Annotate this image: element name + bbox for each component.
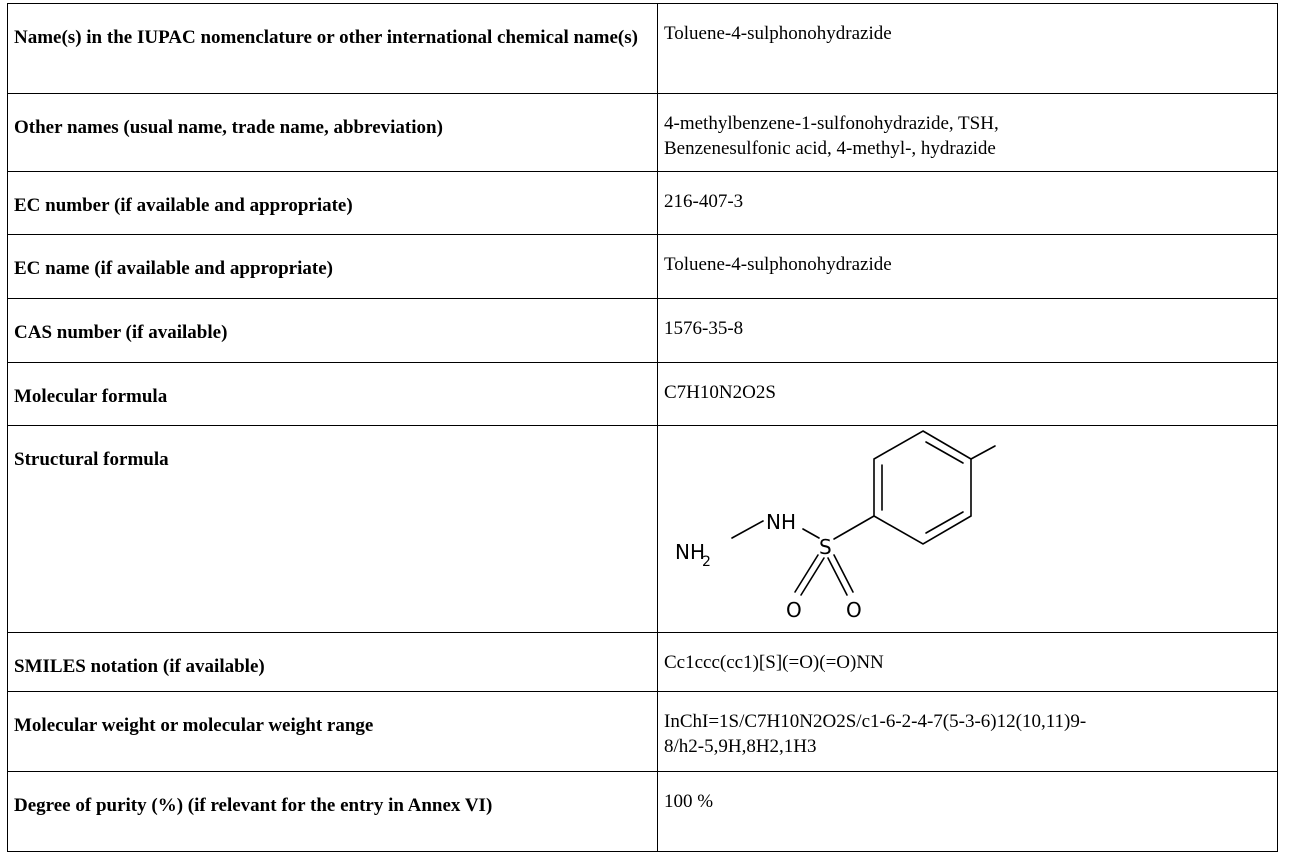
row-label-ec-number: EC number (if available and appropriate) <box>7 171 658 235</box>
row-value-degree-of-purity: 100 % <box>657 771 1278 852</box>
row-value-ec-number: 216-407-3 <box>657 171 1278 235</box>
row-label-ec-name: EC name (if available and appropriate) <box>7 234 658 299</box>
atom-s: S <box>819 535 832 559</box>
s-n-bond <box>802 528 820 539</box>
atom-o-left: O <box>786 598 802 622</box>
row-value-iupac-name: Toluene-4-sulphonohydrazide <box>657 3 1278 94</box>
row-label-cas-number: CAS number (if available) <box>7 298 658 363</box>
row-label-molecular-weight: Molecular weight or molecular weight ran… <box>7 691 658 772</box>
table-row: Other names (usual name, trade name, abb… <box>7 93 1278 172</box>
row-label-other-names: Other names (usual name, trade name, abb… <box>7 93 658 172</box>
table-row: Name(s) in the IUPAC nomenclature or oth… <box>7 3 1278 94</box>
s-o-double-bond <box>827 557 848 596</box>
benzene-ring <box>873 430 972 545</box>
table-row: CAS number (if available) 1576-35-8 <box>7 298 1278 363</box>
row-value-ec-name: Toluene-4-sulphonohydrazide <box>657 234 1278 299</box>
methyl-bond <box>970 445 996 460</box>
toluenesulfonohydrazide-structure: NH NH 2 S O O <box>675 430 996 622</box>
row-label-smiles: SMILES notation (if available) <box>7 632 658 692</box>
table-row: Molecular formula C7H10N2O2S <box>7 362 1278 426</box>
table-row: SMILES notation (if available) Cc1ccc(cc… <box>7 632 1278 692</box>
row-value-molecular-weight: InChI=1S/C7H10N2O2S/c1-6-2-4-7(5-3-6)12(… <box>657 691 1278 772</box>
row-value-other-names: 4-methylbenzene-1-sulfonohydrazide, TSH,… <box>657 93 1278 172</box>
row-label-iupac-name: Name(s) in the IUPAC nomenclature or oth… <box>7 3 658 94</box>
substance-identity-table: Name(s) in the IUPAC nomenclature or oth… <box>7 3 1278 852</box>
row-value-smiles: Cc1ccc(cc1)[S](=O)(=O)NN <box>657 632 1278 692</box>
table-row: Molecular weight or molecular weight ran… <box>7 691 1278 772</box>
double-bond <box>925 511 964 534</box>
row-value-structural-formula: NH NH 2 S O O <box>657 425 1278 633</box>
table-row: EC name (if available and appropriate) T… <box>7 234 1278 299</box>
table-row: EC number (if available and appropriate)… <box>7 171 1278 235</box>
row-label-structural-formula: Structural formula <box>7 425 658 633</box>
atom-o-right: O <box>846 598 862 622</box>
s-o-double-bond <box>800 557 825 596</box>
s-o-double-bond <box>794 554 819 593</box>
atom-nh: NH <box>766 510 796 534</box>
atom-nh2-subscript: 2 <box>702 554 711 570</box>
row-value-molecular-formula: C7H10N2O2S <box>657 362 1278 426</box>
structural-formula-diagram: NH NH 2 S O O <box>658 426 1277 632</box>
s-o-double-bond <box>833 554 854 593</box>
row-value-cas-number: 1576-35-8 <box>657 298 1278 363</box>
atom-nh2: NH <box>675 540 705 564</box>
double-bond <box>925 441 964 464</box>
row-label-molecular-formula: Molecular formula <box>7 362 658 426</box>
table-row: Degree of purity (%) (if relevant for th… <box>7 771 1278 852</box>
n-n-bond <box>731 520 764 539</box>
row-label-degree-of-purity: Degree of purity (%) (if relevant for th… <box>7 771 658 852</box>
table-row: Structural formula <box>7 425 1278 633</box>
c-s-bond <box>833 515 875 540</box>
